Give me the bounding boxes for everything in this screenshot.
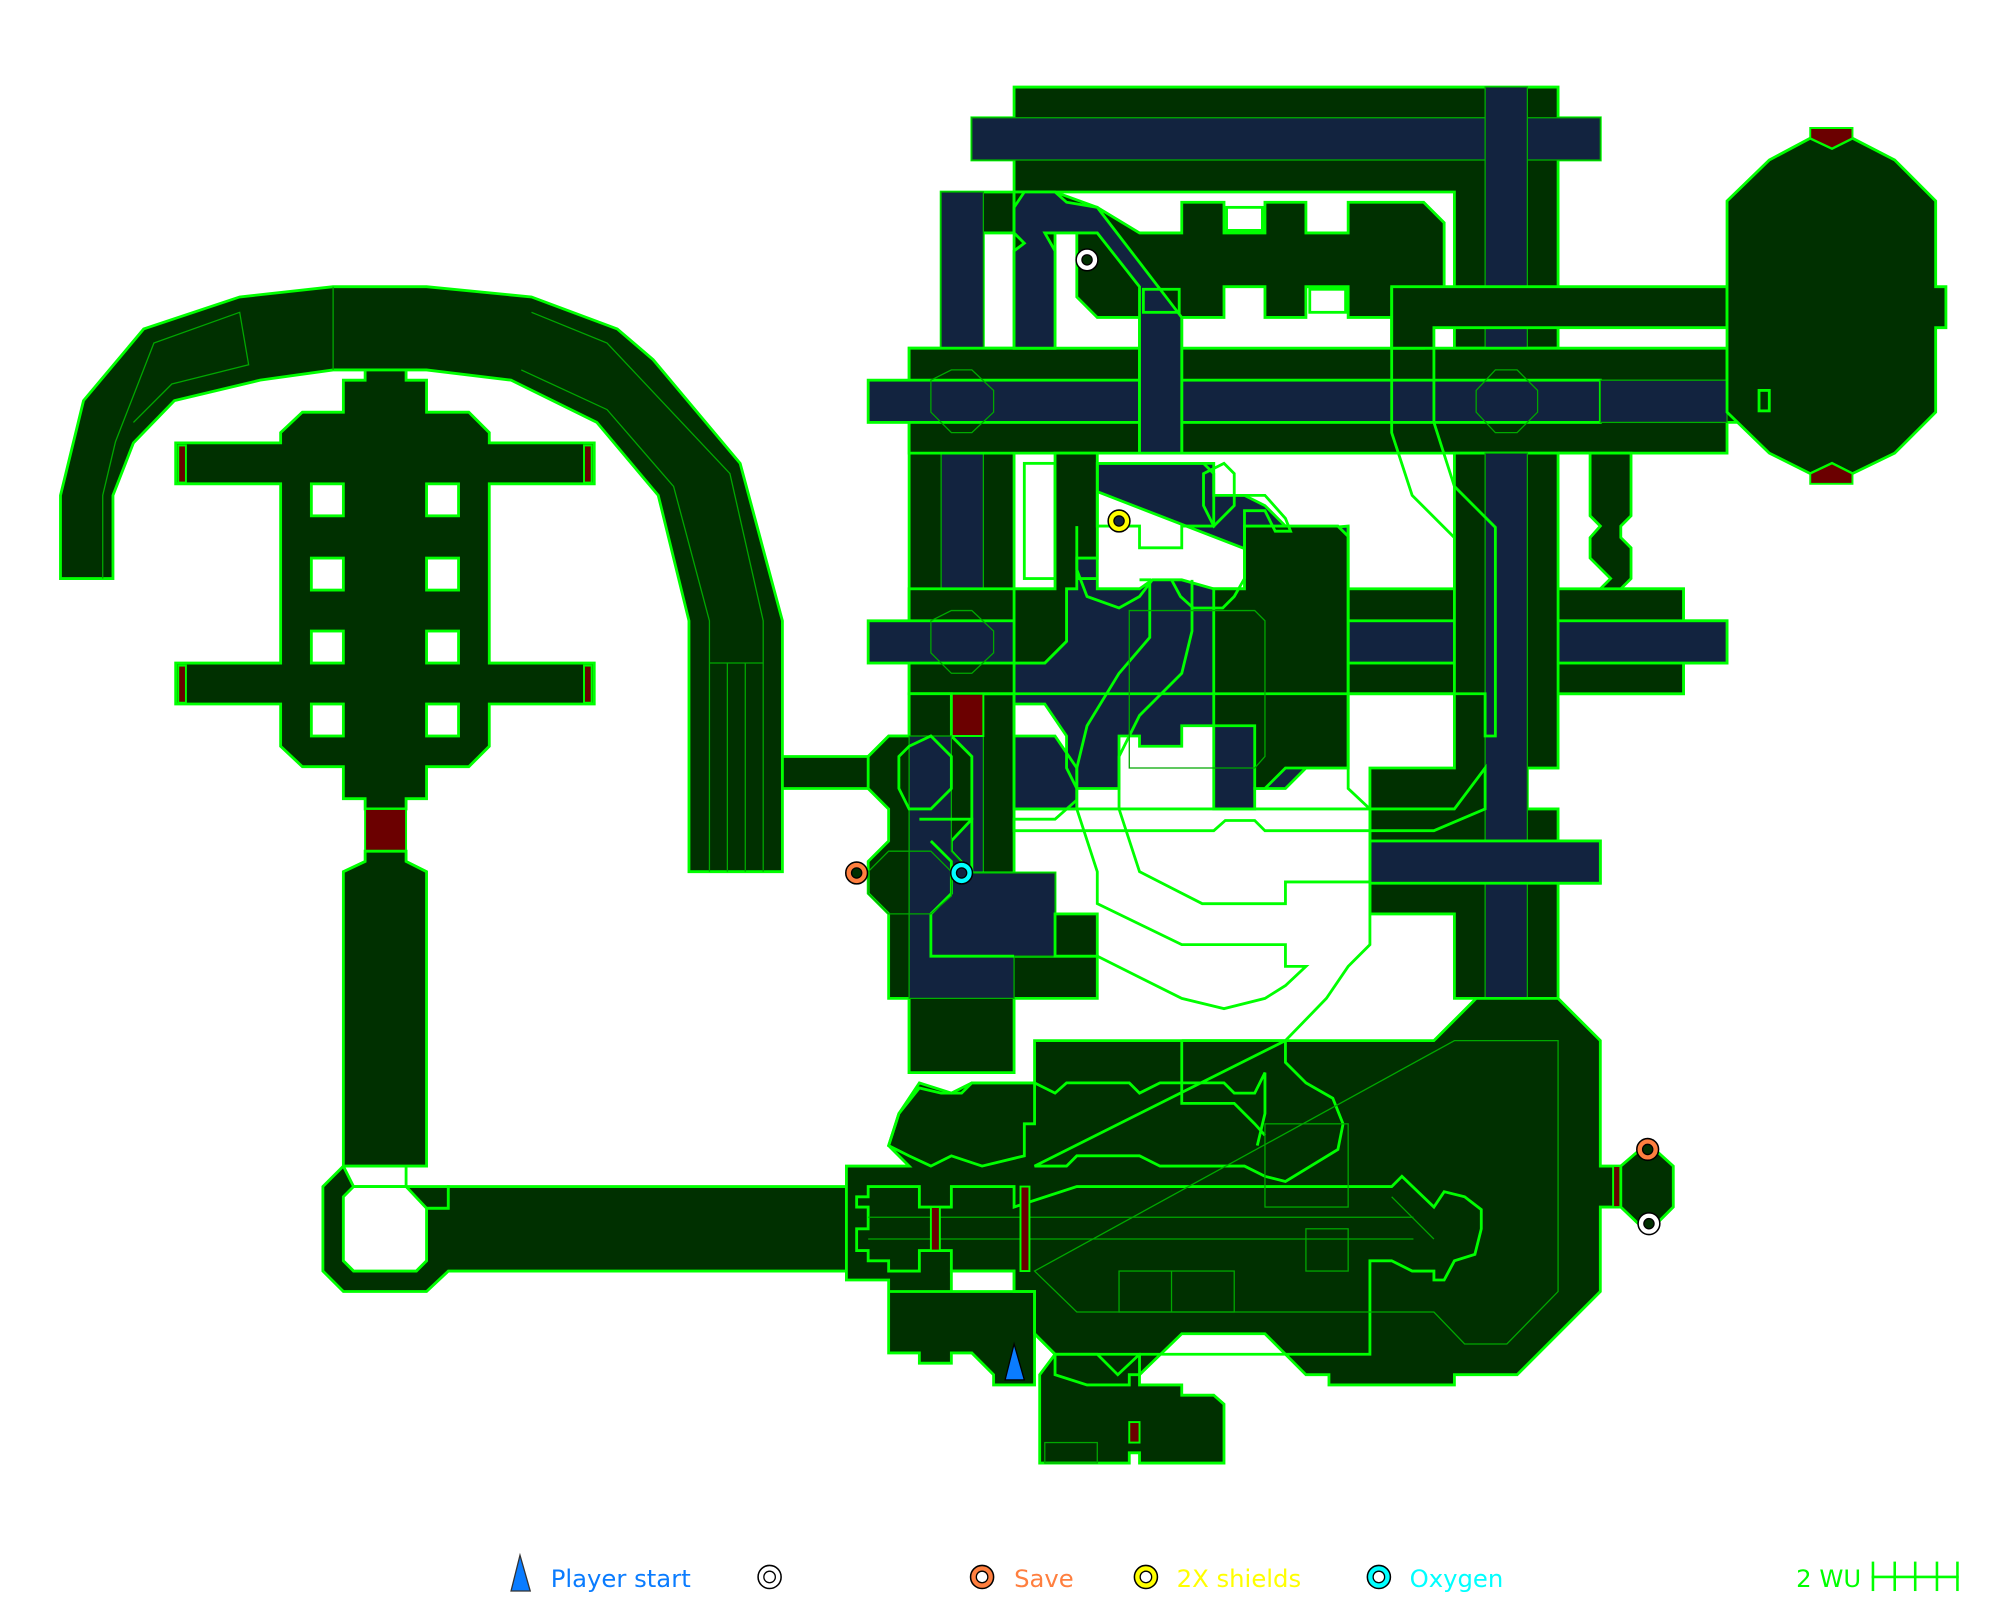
legend-player-start-label: Player start bbox=[551, 1564, 691, 1593]
door bbox=[929, 1206, 941, 1252]
uncategorized-ring-icon bbox=[757, 1564, 782, 1590]
shields-ring-icon bbox=[1133, 1564, 1159, 1590]
uncategorized-marker[interactable] bbox=[1637, 1212, 1661, 1236]
legend-save-label: Save bbox=[1014, 1564, 1074, 1593]
door bbox=[583, 444, 593, 484]
uncategorized-marker[interactable] bbox=[1075, 248, 1099, 272]
arch-corridor bbox=[59, 285, 784, 874]
save-marker[interactable] bbox=[844, 861, 869, 885]
map-markers bbox=[844, 248, 1661, 1381]
scale-bar-icon bbox=[1871, 1561, 1959, 1592]
door bbox=[1128, 1421, 1141, 1444]
cross-building bbox=[174, 368, 596, 853]
door bbox=[1019, 1185, 1031, 1272]
door bbox=[583, 664, 593, 704]
legend-oxygen-label: Oxygen bbox=[1410, 1564, 1504, 1593]
player-start-marker[interactable] bbox=[1004, 1341, 1026, 1381]
oxygen-marker[interactable] bbox=[949, 861, 974, 885]
player-start-triangle-icon bbox=[510, 1552, 532, 1592]
lower-corridor bbox=[321, 734, 911, 1293]
save-marker[interactable] bbox=[1636, 1137, 1660, 1162]
oxygen-ring-icon bbox=[1366, 1564, 1392, 1590]
central-complex bbox=[866, 85, 1948, 1116]
legend: Player start Save 2X shields Oxygen 2 WU bbox=[510, 1552, 1959, 1593]
west-junction bbox=[866, 692, 1099, 1075]
scale-label: 2 WU bbox=[1796, 1564, 1861, 1593]
south-complex bbox=[844, 996, 1675, 1465]
door bbox=[364, 808, 408, 853]
save-ring-icon bbox=[969, 1564, 995, 1590]
legend-shields-label: 2X shields bbox=[1177, 1564, 1302, 1593]
door bbox=[177, 664, 187, 704]
door bbox=[177, 444, 187, 484]
shields-marker[interactable] bbox=[1107, 509, 1131, 533]
